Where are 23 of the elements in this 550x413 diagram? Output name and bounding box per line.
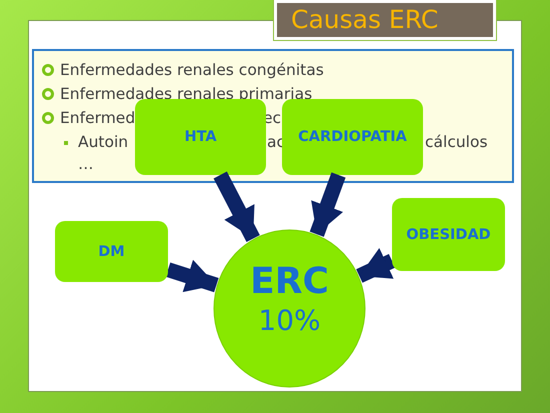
bullet-text: … bbox=[78, 154, 94, 174]
arrow bbox=[214, 172, 260, 242]
bullet-text: Enfermedades renales congénitas bbox=[60, 60, 324, 80]
bullet-panel bbox=[32, 49, 514, 183]
cause-box bbox=[135, 99, 266, 175]
percentage-value: 10% bbox=[258, 304, 321, 336]
bullet-text: Autoin bbox=[78, 132, 128, 152]
bullet-text: Enfermed bbox=[60, 108, 136, 128]
node-title: ERC bbox=[250, 260, 329, 302]
arrow bbox=[356, 248, 396, 283]
bullet-text: Enfermedades renales primarias bbox=[60, 84, 312, 104]
title: Causas ERC bbox=[291, 5, 438, 34]
arrow bbox=[166, 260, 219, 292]
cause-box bbox=[282, 99, 423, 175]
cause-box bbox=[55, 221, 168, 282]
cause-label: CARDIOPATIA bbox=[298, 129, 407, 145]
arrow bbox=[310, 172, 346, 237]
cause-label: OBESIDAD bbox=[406, 226, 491, 242]
cause-label: DM bbox=[98, 244, 125, 260]
cause-box bbox=[392, 198, 505, 271]
bullet-text: cálculos bbox=[425, 132, 488, 152]
cause-label: HTA bbox=[184, 129, 217, 145]
result-circle bbox=[213, 229, 366, 388]
